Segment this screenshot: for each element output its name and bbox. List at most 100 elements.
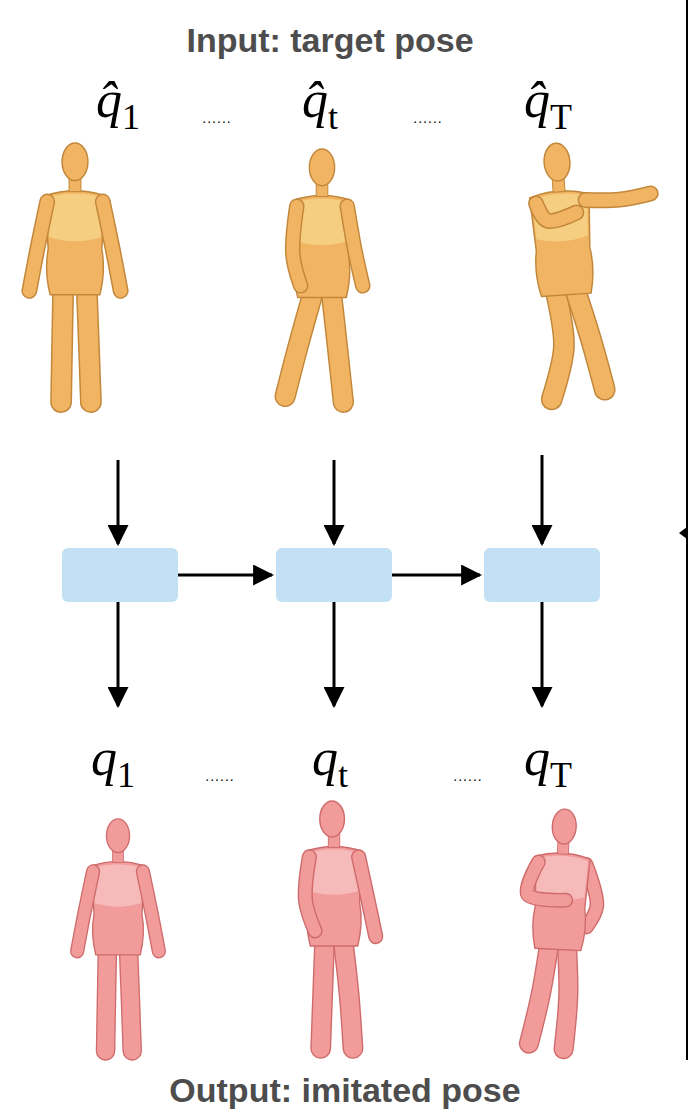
head <box>320 801 345 837</box>
rnn-cells <box>62 548 600 602</box>
rnn-cell <box>276 548 392 602</box>
divider-arrow-tip <box>679 527 687 539</box>
symbol-subscript: t <box>338 755 348 795</box>
arrow <box>541 602 544 706</box>
limb <box>347 206 363 286</box>
torso-highlight <box>93 864 143 907</box>
limb-outline <box>129 953 133 1051</box>
symbol-base: q <box>312 729 338 786</box>
limb-outline <box>343 944 352 1048</box>
humanoid-figure <box>285 149 363 402</box>
arrow <box>541 455 544 544</box>
symbol-base: q <box>524 729 550 786</box>
humanoid-figure <box>519 807 602 1050</box>
symbol-subscript: T <box>550 755 572 795</box>
limb-outline <box>562 948 571 1049</box>
limb <box>321 944 325 1048</box>
arrow <box>117 460 120 544</box>
limb-outline <box>332 295 344 402</box>
figure-group <box>29 137 664 1051</box>
limb-outline <box>529 946 549 1044</box>
limb <box>536 201 577 222</box>
pose-symbol: q̂1 <box>96 74 140 126</box>
limb <box>293 206 301 286</box>
arrow <box>333 602 336 706</box>
limb-outline <box>359 857 376 937</box>
pose-symbol: q1 <box>91 732 135 784</box>
humanoid-figure <box>526 137 665 400</box>
symbol-base: q̂ <box>302 71 328 128</box>
symbol-subscript: T <box>550 97 572 137</box>
input-heading: Input: target pose <box>186 21 473 60</box>
limb <box>285 295 312 396</box>
arrow <box>392 574 480 577</box>
limb-outline <box>527 861 568 900</box>
limb-outline <box>61 293 63 402</box>
limb <box>77 871 93 951</box>
limb-outline <box>585 193 651 202</box>
limb-outline <box>536 201 577 222</box>
limb-outline <box>87 293 91 402</box>
rnn-cell <box>62 548 178 602</box>
humanoid-figure <box>77 819 159 1051</box>
pose-symbol: q̂T <box>524 74 572 126</box>
limb-outline <box>143 871 159 951</box>
pose-symbol: q̂t <box>302 74 338 126</box>
pose-symbol: qt <box>312 732 348 784</box>
humanoid-figure <box>29 143 120 402</box>
limb <box>576 291 605 392</box>
head <box>62 143 88 181</box>
limb <box>527 861 568 900</box>
limb-outline <box>293 206 301 286</box>
symbol-subscript: 1 <box>122 97 140 137</box>
arrow-group <box>118 455 542 706</box>
ellipsis: ...... <box>205 768 234 784</box>
symbol-base: q <box>91 729 117 786</box>
limb <box>544 293 568 399</box>
ellipsis: ...... <box>453 768 482 784</box>
limb <box>562 948 571 1049</box>
head <box>309 149 334 186</box>
arrow <box>333 460 336 544</box>
limb-outline <box>305 857 315 931</box>
limb <box>359 857 376 937</box>
head <box>106 819 129 853</box>
symbol-base: q̂ <box>524 71 550 128</box>
limb <box>106 953 108 1051</box>
limb-outline <box>321 944 325 1048</box>
output-heading: Output: imitated pose <box>169 1071 520 1110</box>
head <box>543 142 571 181</box>
ellipsis: ...... <box>202 110 231 126</box>
limb <box>305 857 315 931</box>
limb-outline <box>544 293 568 399</box>
limb-outline <box>576 291 605 392</box>
ellipsis: ...... <box>413 110 442 126</box>
torso-highlight <box>47 194 103 242</box>
limb <box>585 193 651 202</box>
limb <box>103 202 121 291</box>
limb <box>529 946 549 1044</box>
limb-outline <box>77 871 93 951</box>
limb <box>61 293 63 402</box>
symbol-subscript: t <box>328 97 338 137</box>
limb <box>143 871 159 951</box>
arrow <box>117 602 120 706</box>
limb-outline <box>347 206 363 286</box>
limb-outline <box>29 202 47 291</box>
symbol-base: q̂ <box>96 71 122 128</box>
head <box>551 808 577 844</box>
limb <box>87 293 91 402</box>
limb-outline <box>106 953 108 1051</box>
limb <box>343 944 352 1048</box>
limb-outline <box>103 202 121 291</box>
limb-outline <box>285 295 312 396</box>
symbol-subscript: 1 <box>117 755 135 795</box>
arrow <box>178 574 272 577</box>
limb <box>129 953 133 1051</box>
rnn-cell <box>484 548 600 602</box>
limb <box>332 295 344 402</box>
humanoid-figure <box>305 801 375 1048</box>
pose-symbol: qT <box>524 732 572 784</box>
